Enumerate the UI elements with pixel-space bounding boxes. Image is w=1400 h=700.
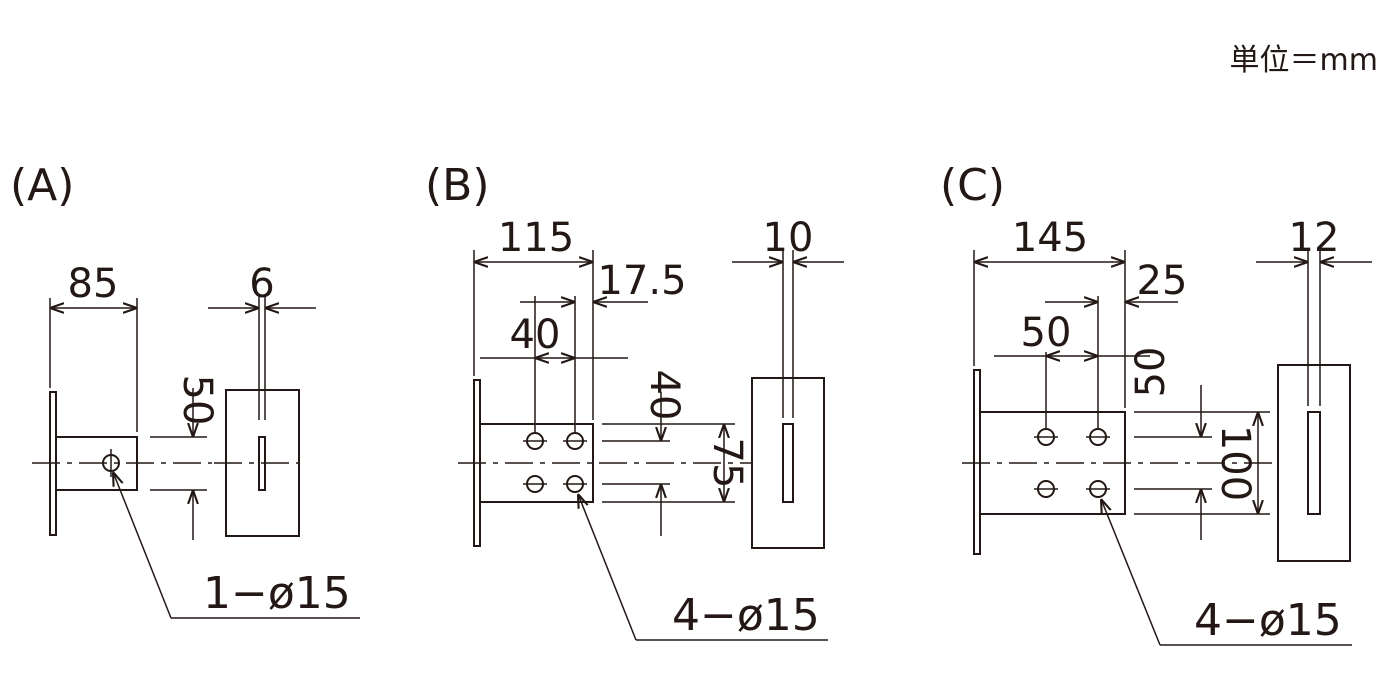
view-a-dim-length: 85 (68, 261, 119, 307)
view-a-dim-offset: 50 (174, 375, 220, 426)
view-c: (C) 145 25 50 (940, 160, 1372, 646)
view-a-callout: 1−ø15 (203, 568, 351, 619)
view-c-dim-length: 145 (1012, 215, 1088, 261)
view-b-holes (523, 432, 587, 493)
view-c-label: (C) (940, 160, 1005, 211)
view-c-holes (1034, 428, 1110, 498)
view-a: (A) 85 6 50 1−ø15 (10, 160, 360, 619)
unit-note: 単位＝mm (1230, 43, 1378, 78)
view-b-dim-pitch-h: 40 (510, 312, 561, 358)
view-c-side-arm (1307, 411, 1321, 515)
view-b-dim-thickness: 10 (763, 215, 814, 261)
view-c-dim-thickness: 12 (1289, 215, 1340, 261)
view-c-dim-pitch-h: 50 (1021, 310, 1072, 356)
view-c-dim-height: 100 (1212, 425, 1258, 501)
view-b-callout: 4−ø15 (672, 590, 820, 641)
view-b-dim-edge: 17.5 (597, 258, 686, 304)
view-b: (B) 115 17.5 40 (425, 160, 844, 641)
view-b-label: (B) (425, 160, 490, 211)
view-a-dim-thickness: 6 (249, 261, 274, 307)
view-b-side-arm (782, 423, 794, 503)
view-c-dim-pitch-v: 50 (1128, 347, 1174, 398)
view-c-callout: 4−ø15 (1194, 595, 1342, 646)
view-b-dim-pitch-v: 40 (641, 370, 687, 421)
view-a-label: (A) (10, 160, 74, 211)
view-c-dim-edge: 25 (1137, 258, 1188, 304)
view-b-dim-height: 75 (704, 438, 750, 489)
view-b-dim-length: 115 (498, 215, 574, 261)
